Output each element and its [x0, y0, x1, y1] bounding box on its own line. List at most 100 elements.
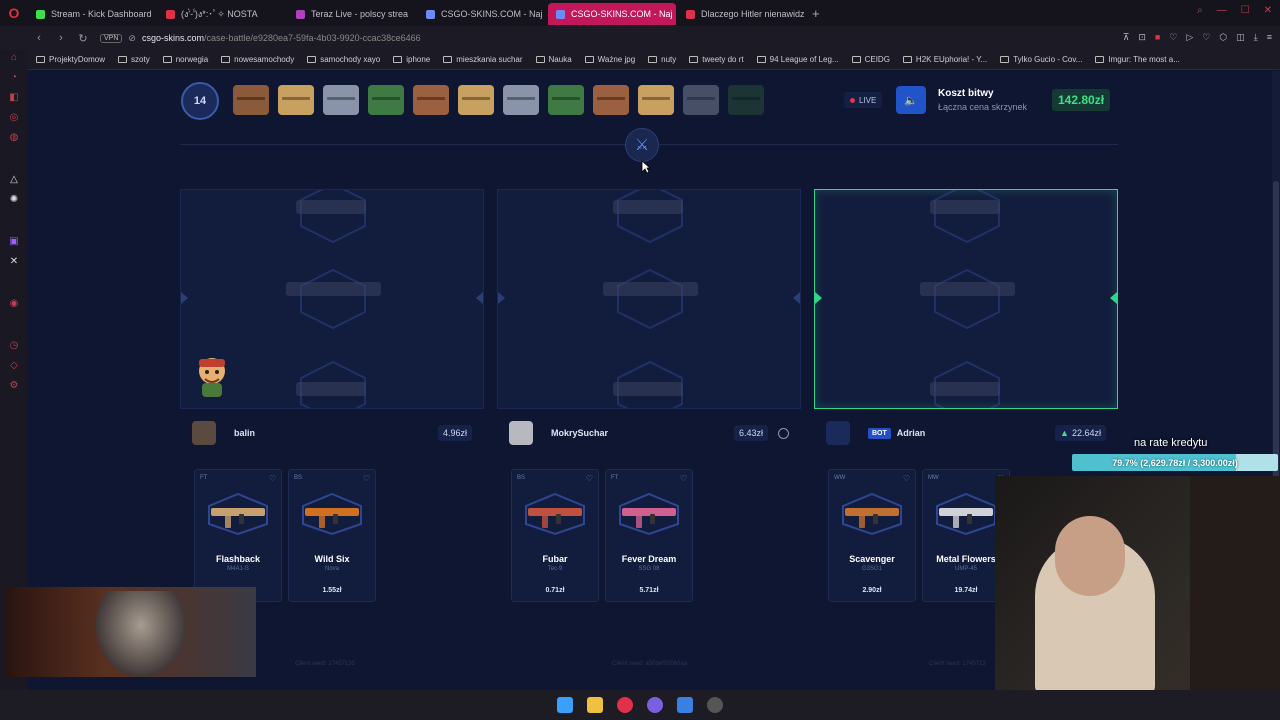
url-field[interactable]: csgo-skins.com/case-battle/e9280ea7-59fa…: [141, 33, 421, 43]
heart-icon[interactable]: ♡: [902, 474, 910, 483]
player-icon[interactable]: ◉: [9, 298, 19, 309]
settings-icon[interactable]: ⚙: [9, 380, 19, 391]
pin-icon[interactable]: ⊼: [1122, 32, 1130, 42]
pin-sidebar-icon[interactable]: ◇: [10, 360, 18, 371]
shield-icon[interactable]: ■: [1154, 32, 1161, 42]
case-icon[interactable]: [503, 85, 539, 115]
windows-start-icon[interactable]: [557, 697, 573, 713]
avatar[interactable]: [826, 421, 850, 445]
case-icon[interactable]: [458, 85, 494, 115]
case-icon[interactable]: [278, 85, 314, 115]
menu-icon[interactable]: ≡: [1266, 32, 1272, 42]
item-type: SSG 08: [638, 566, 660, 572]
case-icon[interactable]: [413, 85, 449, 115]
bookmark-item[interactable]: CEIDG: [851, 55, 890, 64]
opera-taskbar-icon[interactable]: [617, 697, 633, 713]
heart-icon[interactable]: ♡: [362, 474, 370, 483]
heart-icon[interactable]: ♡: [585, 474, 593, 483]
bookmark-item[interactable]: 94 League of Leg...: [756, 55, 839, 64]
tab-label: Teraz Live - polscy strea: [311, 9, 409, 19]
client-seed: Client seed: 1745713: [929, 661, 986, 667]
new-tab-button[interactable]: +: [812, 5, 820, 21]
player-name[interactable]: MokrySuchar: [551, 428, 609, 438]
browser-tab[interactable]: Dlaczego Hitler nienawidz: [678, 3, 806, 25]
ai-icon[interactable]: △: [10, 174, 18, 185]
x-icon[interactable]: ✕: [9, 256, 19, 267]
twitch-icon[interactable]: ▣: [9, 236, 19, 247]
home-icon[interactable]: ⌂: [10, 52, 18, 63]
browser-tab[interactable]: Stream - Kick Dashboard: [28, 3, 156, 25]
download-icon[interactable]: ⤓: [1253, 32, 1258, 42]
messenger-icon[interactable]: ◎: [9, 112, 19, 123]
browser-tab[interactable]: (ง'̀-'́)ง*:･ﾟ✧ NOSTA: [158, 3, 286, 25]
case-icon[interactable]: [548, 85, 584, 115]
bookmark-item[interactable]: nuty: [648, 55, 676, 64]
avatar[interactable]: [192, 421, 216, 445]
case-icon[interactable]: [323, 85, 359, 115]
screenshot-icon[interactable]: ⊡: [1138, 32, 1146, 42]
forward-icon[interactable]: ›: [59, 32, 63, 44]
obs-icon[interactable]: [707, 697, 723, 713]
case-icon[interactable]: [233, 85, 269, 115]
bookmark-item[interactable]: ProjektyDomow: [36, 55, 105, 64]
bag-icon[interactable]: ◧: [9, 92, 19, 103]
bookmark-item[interactable]: nowesamochody: [221, 55, 294, 64]
case-icon[interactable]: [683, 85, 719, 115]
hex-frame-icon: [300, 360, 366, 408]
vpn-badge[interactable]: VPN: [100, 33, 123, 43]
bookmark-item[interactable]: mieszkania suchar: [443, 55, 523, 64]
heart-icon[interactable]: ♡: [679, 474, 687, 483]
bookmark-item[interactable]: Nauka: [535, 55, 572, 64]
history-icon[interactable]: ◔: [10, 72, 18, 83]
case-icon[interactable]: [638, 85, 674, 115]
discord-icon[interactable]: [647, 697, 663, 713]
browser-tab[interactable]: CSGO-SKINS.COM - Naj: [418, 3, 546, 25]
bookmark-item[interactable]: norwegia: [162, 55, 208, 64]
extensions-icon[interactable]: ⬡: [1219, 32, 1228, 42]
page-scrollbar[interactable]: [1272, 71, 1280, 690]
whatsapp-icon[interactable]: ◍: [9, 132, 19, 143]
minimize-icon[interactable]: —: [1216, 5, 1227, 16]
heart-outline-icon[interactable]: ♡: [1202, 32, 1211, 42]
bookmark-item[interactable]: iphone: [393, 55, 430, 64]
opera-logo-icon[interactable]: O: [8, 5, 20, 21]
avatar[interactable]: [509, 421, 533, 445]
heart-icon[interactable]: ♡: [268, 474, 276, 483]
chatgpt-icon[interactable]: ✺: [9, 194, 19, 205]
back-icon[interactable]: ‹: [37, 32, 41, 44]
file-explorer-icon[interactable]: [587, 697, 603, 713]
bookmark-item[interactable]: Ważne jpg: [584, 55, 635, 64]
lock-icon[interactable]: ⊘: [128, 32, 136, 43]
player-name[interactable]: Adrian: [896, 428, 926, 438]
play-icon[interactable]: ▷: [1186, 32, 1194, 42]
wallet-icon[interactable]: ◫: [1236, 32, 1245, 42]
bookmark-item[interactable]: szoty: [118, 55, 150, 64]
bookmark-item[interactable]: samochody xayo: [307, 55, 380, 64]
reload-icon[interactable]: ↻: [78, 32, 88, 45]
search-icon[interactable]: ⌕: [1197, 5, 1203, 16]
bookmark-item[interactable]: Tylko Gucio - Cov...: [1000, 55, 1082, 64]
bookmark-item[interactable]: Imgur: The most a...: [1095, 55, 1180, 64]
player-name[interactable]: balin: [234, 428, 256, 438]
maximize-icon[interactable]: ☐: [1240, 5, 1250, 16]
case-icon[interactable]: [728, 85, 764, 115]
browser-tab[interactable]: CSGO-SKINS.COM - Naj: [548, 3, 676, 25]
scrollbar-thumb[interactable]: [1273, 181, 1279, 651]
heart-icon[interactable]: ♡: [1169, 32, 1178, 42]
case-icon[interactable]: [593, 85, 629, 115]
emoji-icon[interactable]: [778, 427, 789, 439]
clock-icon[interactable]: ◷: [9, 340, 19, 351]
bookmark-item[interactable]: H2K EUphoria! - Y...: [902, 55, 987, 64]
close-icon[interactable]: ✕: [1263, 5, 1272, 16]
messenger-taskbar-icon[interactable]: [677, 697, 693, 713]
item-name: Scavenger: [849, 554, 895, 564]
case-icon[interactable]: [368, 85, 404, 115]
sound-toggle-button[interactable]: 🔈: [896, 86, 926, 114]
browser-tab[interactable]: Teraz Live - polscy strea: [288, 3, 416, 25]
bookmark-item[interactable]: tweety do rt: [689, 55, 744, 64]
